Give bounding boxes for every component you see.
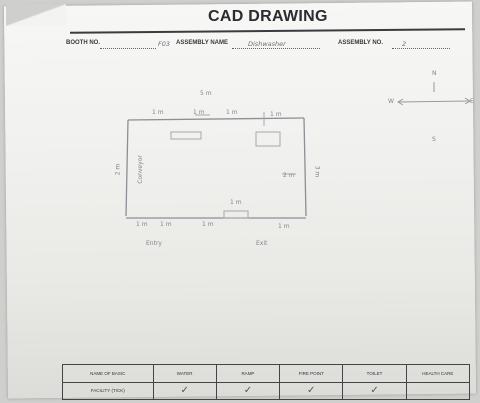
table-header-row: NAME OF BASIC WATER RAMP FIRE POINT TOIL… (62, 364, 471, 383)
table-row: FACILITY (TICK) ✓ ✓ ✓ ✓ (62, 381, 471, 400)
facility-table: NAME OF BASIC WATER RAMP FIRE POINT TOIL… (62, 364, 471, 400)
caption-entry: Entry (146, 240, 162, 247)
header-health-care: HEALTH CARE (405, 364, 471, 383)
booth-right-wall (303, 117, 307, 217)
booth-left-wall (125, 119, 129, 217)
tick-water: ✓ (152, 381, 217, 400)
right-side-label: 3 m (313, 165, 321, 178)
header-fire-point: FIRE POINT (279, 364, 344, 383)
compass-e-label: E (470, 98, 474, 105)
bottom-right-label: 1 m (278, 223, 290, 230)
compass-s-label: S (432, 136, 436, 143)
header-ramp: RAMP (215, 364, 281, 383)
compass-ew-arrow (397, 100, 471, 103)
header-water: WATER (152, 364, 217, 383)
compass-w-label: W (388, 98, 394, 105)
equipment-rect-1 (170, 131, 202, 140)
booth-no-line (100, 48, 156, 49)
booth-top-wall (127, 117, 305, 121)
top-segment-1: 1 m (152, 109, 164, 116)
compass-n-label: N (432, 70, 437, 77)
assembly-name-value: Dishwasher (248, 40, 286, 48)
bottom-segment-2: 1 m (160, 221, 172, 228)
row-label-facility: FACILITY (TICK) (62, 381, 154, 400)
bottom-segment-1: 1 m (136, 221, 148, 228)
compass-west-head (397, 98, 404, 106)
tick-ramp: ✓ (215, 381, 281, 400)
bottom-center-label: 1 m (230, 199, 242, 206)
header-name-of-basic: NAME OF BASIC (62, 364, 154, 383)
assembly-no-value: 2 (402, 40, 407, 48)
top-segment-4: 1 m (270, 111, 282, 118)
caption-exit: Exit (256, 240, 268, 247)
right-inner-label: 2 m (283, 172, 295, 179)
booth-no-label: BOOTH NO. (66, 40, 100, 46)
header-form-row: BOOTH NO. F03 ASSEMBLY NAME Dishwasher A… (66, 38, 466, 52)
compass-east-head (464, 97, 471, 105)
header-toilet: TOILET (342, 364, 407, 383)
top-segment-3: 1 m (226, 109, 238, 116)
tick-fire-point: ✓ (279, 381, 344, 400)
equipment-rect-3 (223, 210, 249, 219)
equipment-rect-2 (255, 131, 281, 147)
assembly-no-line (392, 48, 450, 49)
page-title: CAD DRAWING (208, 8, 328, 25)
left-sub-label: Conveyor (136, 155, 144, 184)
tick-health-care (405, 381, 471, 400)
folded-corner (6, 4, 66, 26)
tick-toilet: ✓ (342, 381, 407, 400)
bottom-segment-3: 1 m (202, 221, 214, 228)
top-segment-2: 1 m (193, 109, 205, 116)
assembly-name-line (232, 48, 320, 49)
left-dimension: 2 m (114, 163, 122, 176)
booth-no-value: F03 (158, 40, 171, 48)
top-dimension: 5 m (200, 90, 212, 97)
assembly-no-label: ASSEMBLY NO. (338, 40, 384, 46)
assembly-name-label: ASSEMBLY NAME (176, 40, 229, 46)
